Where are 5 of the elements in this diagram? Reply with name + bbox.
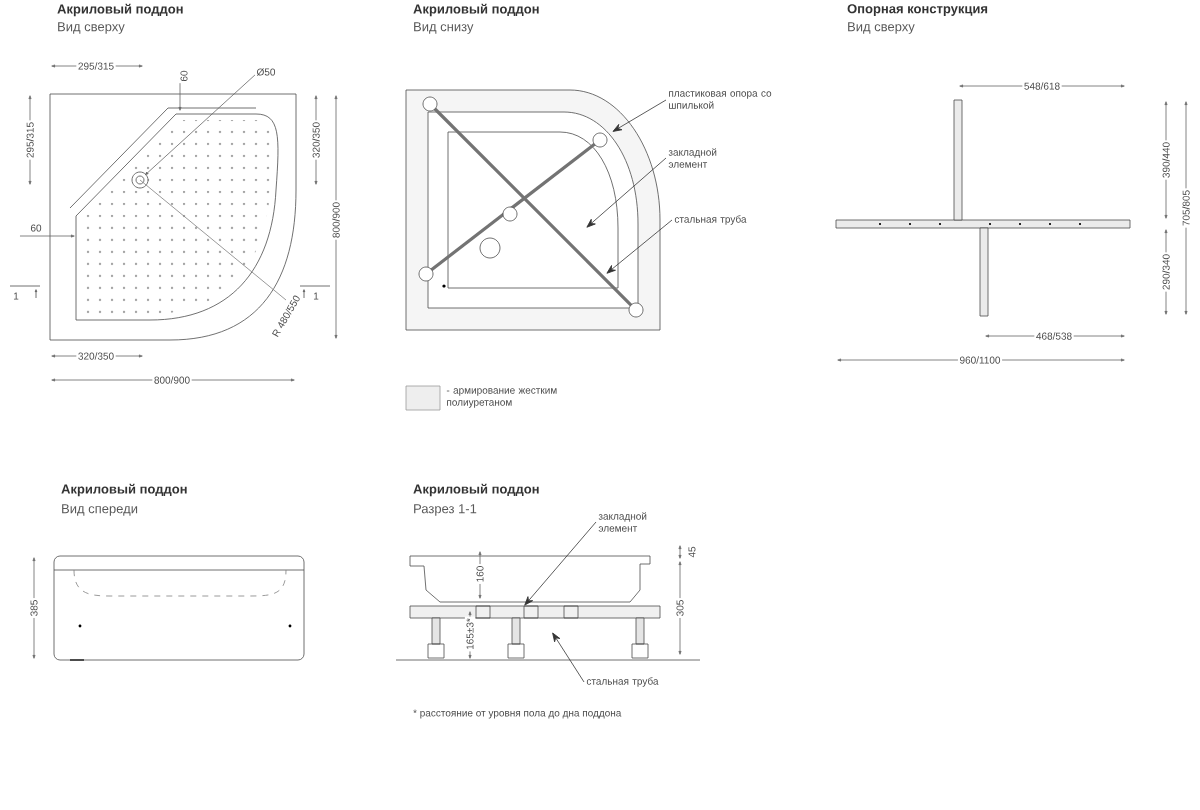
leader-line	[524, 521, 597, 606]
leader-line	[606, 219, 673, 274]
leader-line	[552, 632, 585, 683]
leader-line	[612, 99, 667, 132]
leader-line	[586, 157, 667, 228]
